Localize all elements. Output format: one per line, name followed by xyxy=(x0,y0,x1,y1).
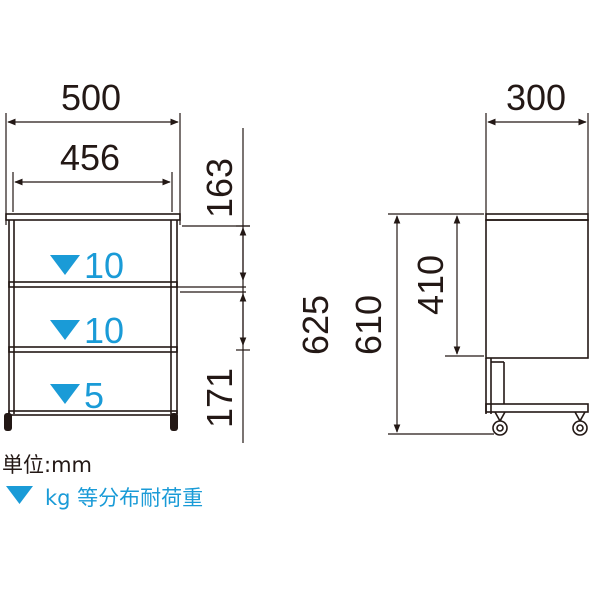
front-vertical-dimensions: 163 171 xyxy=(182,128,250,443)
side-vertical-dimensions: 625 610 410 xyxy=(295,213,494,435)
overall-height-label: 625 xyxy=(295,295,336,355)
side-caster-left xyxy=(492,420,508,436)
front-frame xyxy=(4,213,246,431)
front-view: 500 456 xyxy=(4,77,250,443)
load-legend-label: kg 等分布耐荷重 xyxy=(45,486,203,510)
caster-right xyxy=(170,413,178,431)
unit-label: 単位:mm xyxy=(2,453,92,477)
top-height-label: 163 xyxy=(199,158,240,218)
side-caster-right xyxy=(572,420,588,436)
frame-height-label: 610 xyxy=(348,295,389,355)
triangle-down-icon xyxy=(50,384,80,404)
triangle-down-icon xyxy=(50,255,80,275)
side-cabinet xyxy=(485,213,589,436)
overall-width-label: 500 xyxy=(61,77,121,118)
triangle-down-icon xyxy=(6,486,33,504)
shelf-load-1: 10 xyxy=(50,245,124,286)
inner-width-dimension: 456 xyxy=(12,137,173,212)
shelf-load-2-label: 10 xyxy=(84,310,124,351)
shelf-load-3: 5 xyxy=(50,375,104,416)
overall-width-dimension: 500 xyxy=(5,77,181,225)
caster-left xyxy=(4,413,12,431)
shelf-load-1-label: 10 xyxy=(84,245,124,286)
cabinet-height-label: 410 xyxy=(410,255,451,315)
triangle-down-icon xyxy=(50,320,80,340)
side-view: 300 625 6 xyxy=(295,77,589,436)
bottom-height-label: 171 xyxy=(199,368,240,428)
shelf-load-2: 10 xyxy=(50,310,124,351)
depth-label: 300 xyxy=(506,77,566,118)
depth-dimension: 300 xyxy=(485,77,589,214)
shelf-load-3-label: 5 xyxy=(84,375,104,416)
inner-width-label: 456 xyxy=(60,137,120,178)
legend: 単位:mm kg 等分布耐荷重 xyxy=(2,453,203,510)
